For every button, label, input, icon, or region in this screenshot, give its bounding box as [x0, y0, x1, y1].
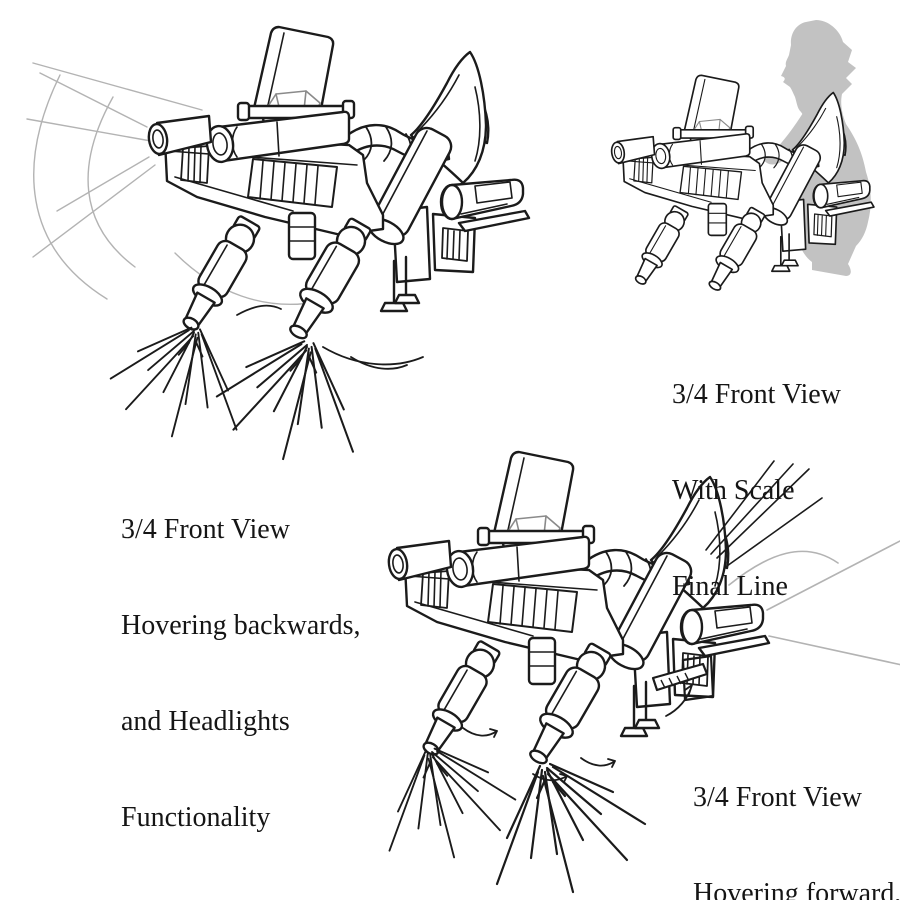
annotation-line: Functionality	[121, 802, 271, 833]
tail-light-glint-spikes	[705, 460, 823, 567]
headlight-beams	[26, 62, 311, 306]
annotation-line: Final Line	[672, 571, 788, 602]
annotation-line: 3/4 Front View	[693, 782, 862, 813]
hoverbike-forward-drawing	[385, 450, 900, 894]
hoverbike-line-art	[145, 25, 531, 347]
annotation-line: Hovering backwards,	[121, 610, 361, 641]
tail-light-beams	[728, 540, 900, 666]
annotation-line: Hovering forward,	[693, 878, 900, 900]
air-swoosh-lines	[236, 304, 424, 370]
annotation-scale-view: 3/4 Front View With Scale Final Line	[672, 315, 841, 667]
hoverbike-backwards-drawing	[26, 25, 531, 461]
annotation-line: and Headlights	[121, 706, 290, 737]
thruster-flames	[109, 326, 355, 461]
hoverbike-scale-drawing	[609, 20, 875, 296]
annotation-line: 3/4 Front View	[672, 379, 841, 410]
annotation-forward-view: 3/4 Front View Hovering forward, Tail-Li…	[693, 718, 900, 900]
thruster-flames	[388, 747, 647, 894]
motion-arrows	[462, 684, 693, 783]
kickstand	[651, 654, 715, 702]
annotation-backwards-view: 3/4 Front View Hovering backwards, and H…	[121, 450, 360, 898]
annotation-line: With Scale	[672, 475, 795, 506]
annotation-line: 3/4 Front View	[121, 514, 290, 545]
